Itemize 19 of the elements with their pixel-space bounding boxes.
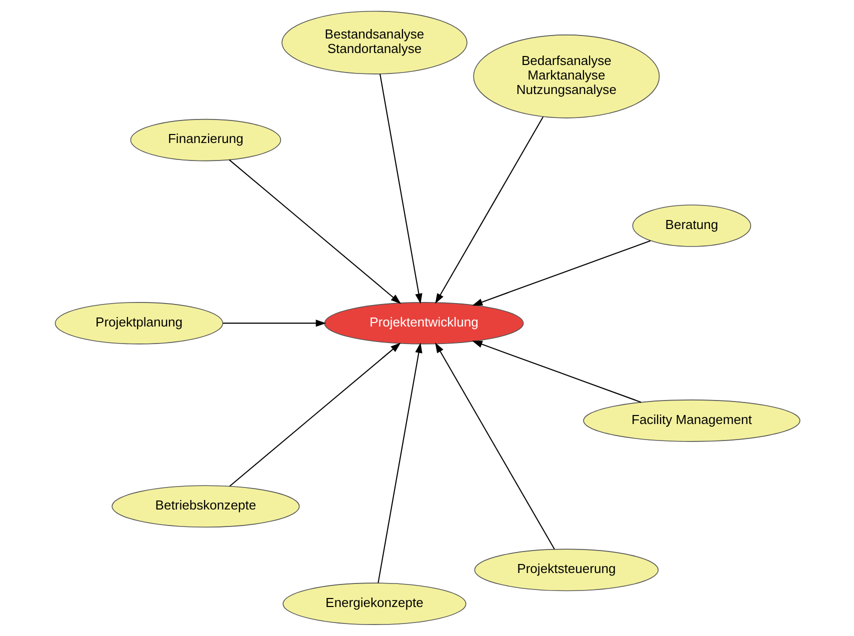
node-ellipse: Projektentwicklung — [324, 302, 524, 344]
node-ellipse: Bestandsanalyse Standortanalyse — [281, 10, 467, 74]
node-ellipse: Bedarfsanalyse Marktanalyse Nutzungsanalyse — [472, 34, 660, 118]
arrow — [377, 342, 422, 584]
node-ellipse: Betriebskonzepte — [111, 485, 300, 528]
node-ellipse: Projektplanung — [54, 302, 223, 344]
node-ellipse: Finanzierung — [130, 118, 281, 162]
arrow — [228, 342, 400, 487]
node-ellipse: Energiekonzepte — [282, 582, 466, 625]
arrow — [228, 159, 401, 304]
node-ellipse: Facility Management — [582, 400, 800, 442]
arrow — [434, 116, 544, 304]
arrow — [472, 340, 641, 403]
arrow — [222, 320, 326, 327]
arrow — [434, 342, 554, 550]
node-ellipse: Beratung — [632, 204, 751, 247]
arrow — [379, 74, 422, 304]
arrow — [472, 240, 650, 306]
node-ellipse: Projektsteuerung — [474, 548, 658, 592]
